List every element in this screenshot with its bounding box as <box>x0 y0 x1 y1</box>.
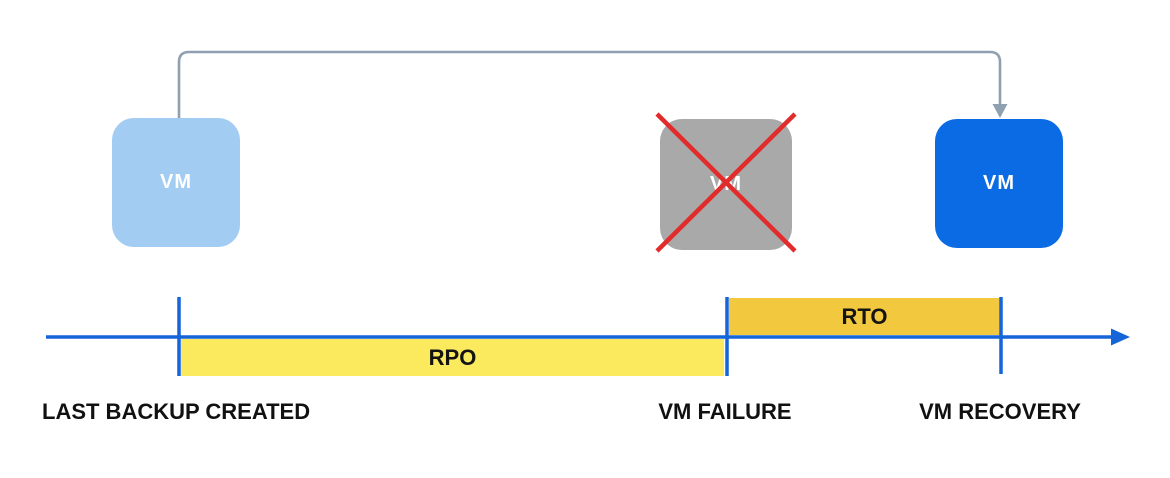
milestone-vm-recovery: VM RECOVERY <box>919 399 1081 424</box>
rpo-bar-label: RPO <box>428 344 477 370</box>
failure-cross-icon <box>655 112 797 253</box>
milestone-last-backup-created: LAST BACKUP CREATED <box>42 399 311 424</box>
backup-to-recovery-arrow <box>177 50 1002 118</box>
vm-source-node: VM <box>112 118 240 247</box>
failure-cross-stroke-2 <box>655 112 797 253</box>
connector-arrowhead-icon <box>992 104 1008 118</box>
rto-bar-label: RTO <box>841 303 888 329</box>
vm-recovered-node: VM <box>935 119 1063 248</box>
rto-bar: RTO <box>729 298 1000 335</box>
timeline-arrowhead-icon <box>1111 328 1130 346</box>
vm-recovered-label: VM <box>983 172 1015 194</box>
rpo-bar: RPO <box>181 339 724 376</box>
milestone-vm-failure: VM FAILURE <box>658 399 792 424</box>
vm-source-label: VM <box>160 171 192 193</box>
